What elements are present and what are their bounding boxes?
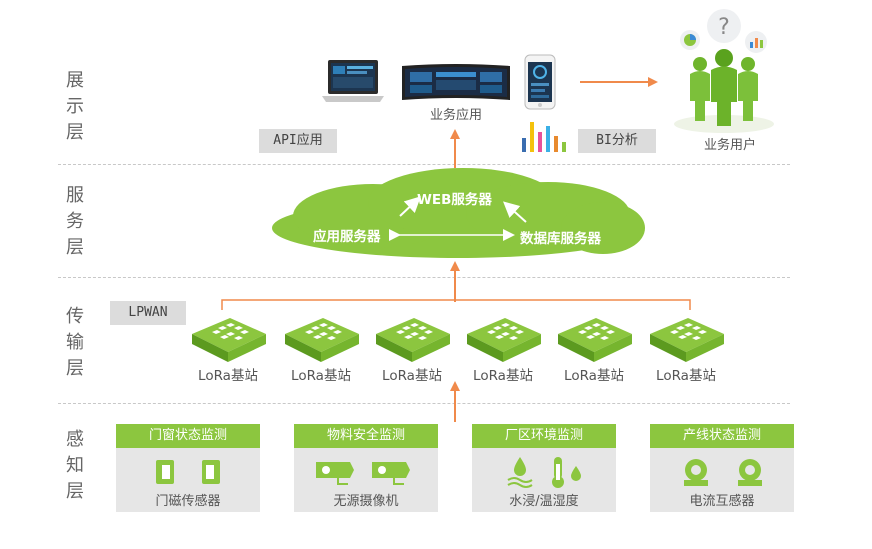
bar-chart-icon xyxy=(522,122,566,152)
business-user-label: 业务用户 xyxy=(703,138,756,153)
db-server-label: 数据库服务器 xyxy=(520,231,601,247)
phone-icon xyxy=(524,54,556,110)
svg-text:?: ? xyxy=(718,15,730,40)
sensor-device-label: 门磁传感器 xyxy=(155,494,221,509)
sensor-device-label: 电流互感器 xyxy=(689,494,755,509)
sensor-device-label: 水浸/温湿度 xyxy=(509,494,579,509)
sensor-group-door: 门窗状态监测 门磁传感器 xyxy=(116,424,260,512)
lora-base-station: LoRa基站 xyxy=(372,312,452,387)
base-station-label: LoRa基站 xyxy=(198,368,258,384)
business-app-label: 业务应用 xyxy=(429,108,482,123)
lora-base-station: LoRa基站 xyxy=(646,312,726,387)
api-app-tag: API应用 xyxy=(259,129,337,153)
station-bus-line xyxy=(221,299,691,310)
service-cloud xyxy=(272,168,645,258)
sensor-group-title: 产线状态监测 xyxy=(650,424,794,448)
layer-label-perception: 感知层 xyxy=(66,429,84,502)
base-station-icon xyxy=(376,318,450,362)
layer-label-presentation: 展示层 xyxy=(66,70,84,143)
laptop-icon xyxy=(322,60,384,102)
current-transformer-icon xyxy=(684,459,762,486)
base-station-label: LoRa基站 xyxy=(473,368,533,384)
sensor-group-title: 门窗状态监测 xyxy=(116,424,260,448)
base-station-label: LoRa基站 xyxy=(291,368,351,384)
lora-base-station: LoRa基站 xyxy=(463,312,543,387)
app-server-label: 应用服务器 xyxy=(313,229,381,245)
base-station-label: LoRa基站 xyxy=(656,368,716,384)
arrow-up-to-presentation xyxy=(450,129,460,168)
bi-analysis-tag: BI分析 xyxy=(578,129,656,153)
arrow-up-to-service xyxy=(450,261,460,302)
sensor-group-material: 物料安全监测 无源摄像机 xyxy=(294,424,438,512)
lora-base-station: LoRa基站 xyxy=(554,312,634,387)
base-station-icon xyxy=(285,318,359,362)
base-station-icon xyxy=(558,318,632,362)
base-station-icon xyxy=(650,318,724,362)
base-station-label: LoRa基站 xyxy=(564,368,624,384)
base-station-icon xyxy=(192,318,266,362)
sensor-group-environment: 厂区环境监测 水浸/温湿度 xyxy=(472,424,616,512)
base-station-icon xyxy=(467,318,541,362)
lora-base-station: LoRa基站 xyxy=(188,312,268,387)
sensor-group-title: 厂区环境监测 xyxy=(472,424,616,448)
divider-3 xyxy=(58,403,790,404)
camera-icon xyxy=(316,462,410,485)
sensor-group-production-line: 产线状态监测 电流互感器 xyxy=(650,424,794,512)
web-server-label: WEB服务器 xyxy=(417,192,492,208)
water-temperature-icon xyxy=(507,457,581,488)
door-sensor-icon xyxy=(156,460,220,484)
sensor-group-title: 物料安全监测 xyxy=(294,424,438,448)
lora-base-station: LoRa基站 xyxy=(281,312,361,387)
base-station-label: LoRa基站 xyxy=(382,368,442,384)
dashboard-screen-icon xyxy=(402,64,510,100)
divider-2 xyxy=(58,277,790,278)
arrow-to-users xyxy=(580,77,658,87)
sensor-device-label: 无源摄像机 xyxy=(333,494,399,509)
divider-1 xyxy=(58,164,790,165)
arrow-up-to-transport xyxy=(450,381,460,422)
layer-label-transport: 传输层 xyxy=(66,306,84,379)
lpwan-tag: LPWAN xyxy=(110,301,186,325)
business-users-icon: ? xyxy=(674,9,774,133)
layer-label-service: 服务层 xyxy=(66,185,84,258)
